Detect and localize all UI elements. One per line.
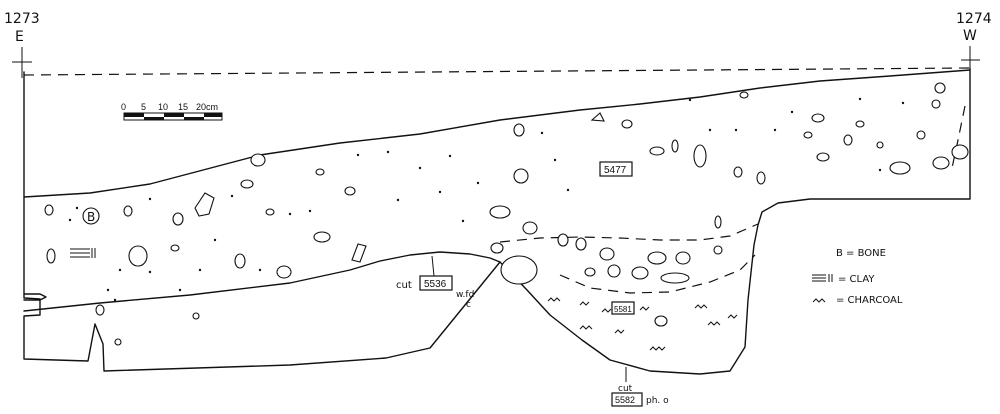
legend-bone: B = BONE <box>836 248 886 259</box>
datum-marker-right <box>961 46 980 70</box>
cut-left-prefix: cut <box>396 280 412 291</box>
ground-surface <box>23 69 971 198</box>
bone-mark: B <box>82 207 100 225</box>
context-upper-fill: 5477 <box>599 161 633 177</box>
cut-left-note2: c <box>466 300 471 310</box>
stone-inclusions <box>44 82 969 346</box>
legend: B = BONE = CLAY = CHARCOAL <box>812 248 903 306</box>
legend-charcoal: = CHARCOAL <box>836 295 903 306</box>
right-edge-dashed <box>951 105 966 169</box>
cut-bottom-number: 5582 <box>615 395 635 405</box>
cut-bottom-prefix: cut <box>618 384 633 394</box>
clay-mark <box>70 248 96 258</box>
context-lower-fill-label: 5581 <box>614 305 632 314</box>
pebble-dots <box>68 97 905 302</box>
datum-left-number: 1273 <box>4 11 40 27</box>
cut-left-number: 5536 <box>424 279 447 290</box>
left-edge-nub <box>23 293 47 301</box>
datum-marker-left <box>12 47 32 78</box>
bone-mark-label: B <box>87 210 95 224</box>
cut-bottom-note: ph. o <box>646 396 669 406</box>
datum-right-letter: W <box>963 28 977 44</box>
legend-clay-symbol <box>812 274 833 282</box>
legend-charcoal-symbol <box>812 298 826 303</box>
context-lower-fill: 5581 <box>611 301 635 315</box>
charcoal-marks <box>547 297 738 351</box>
scale-bar: 0 5 10 15 20cm <box>121 102 223 121</box>
context-upper-fill-label: 5477 <box>604 165 627 176</box>
datum-right-number: 1274 <box>956 11 992 27</box>
scale-tick-5: 5 <box>141 102 146 112</box>
cut-left-note: w.fd <box>456 290 474 300</box>
datum-left-letter: E <box>15 29 24 45</box>
cut-label-left: cut 5536 w.fd c <box>396 255 474 310</box>
cut-label-bottom: cut 5582 ph. o <box>611 367 669 407</box>
scale-tick-0: 0 <box>121 102 126 112</box>
layer-interface <box>23 251 501 312</box>
legend-clay: = CLAY <box>838 274 875 285</box>
scale-tick-10: 10 <box>158 102 168 112</box>
section-outline <box>23 67 971 375</box>
cut-interface-dashed <box>499 223 759 243</box>
scale-tick-20cm: 20cm <box>196 102 218 112</box>
scale-tick-15: 15 <box>178 102 188 112</box>
datum-line <box>23 67 971 76</box>
